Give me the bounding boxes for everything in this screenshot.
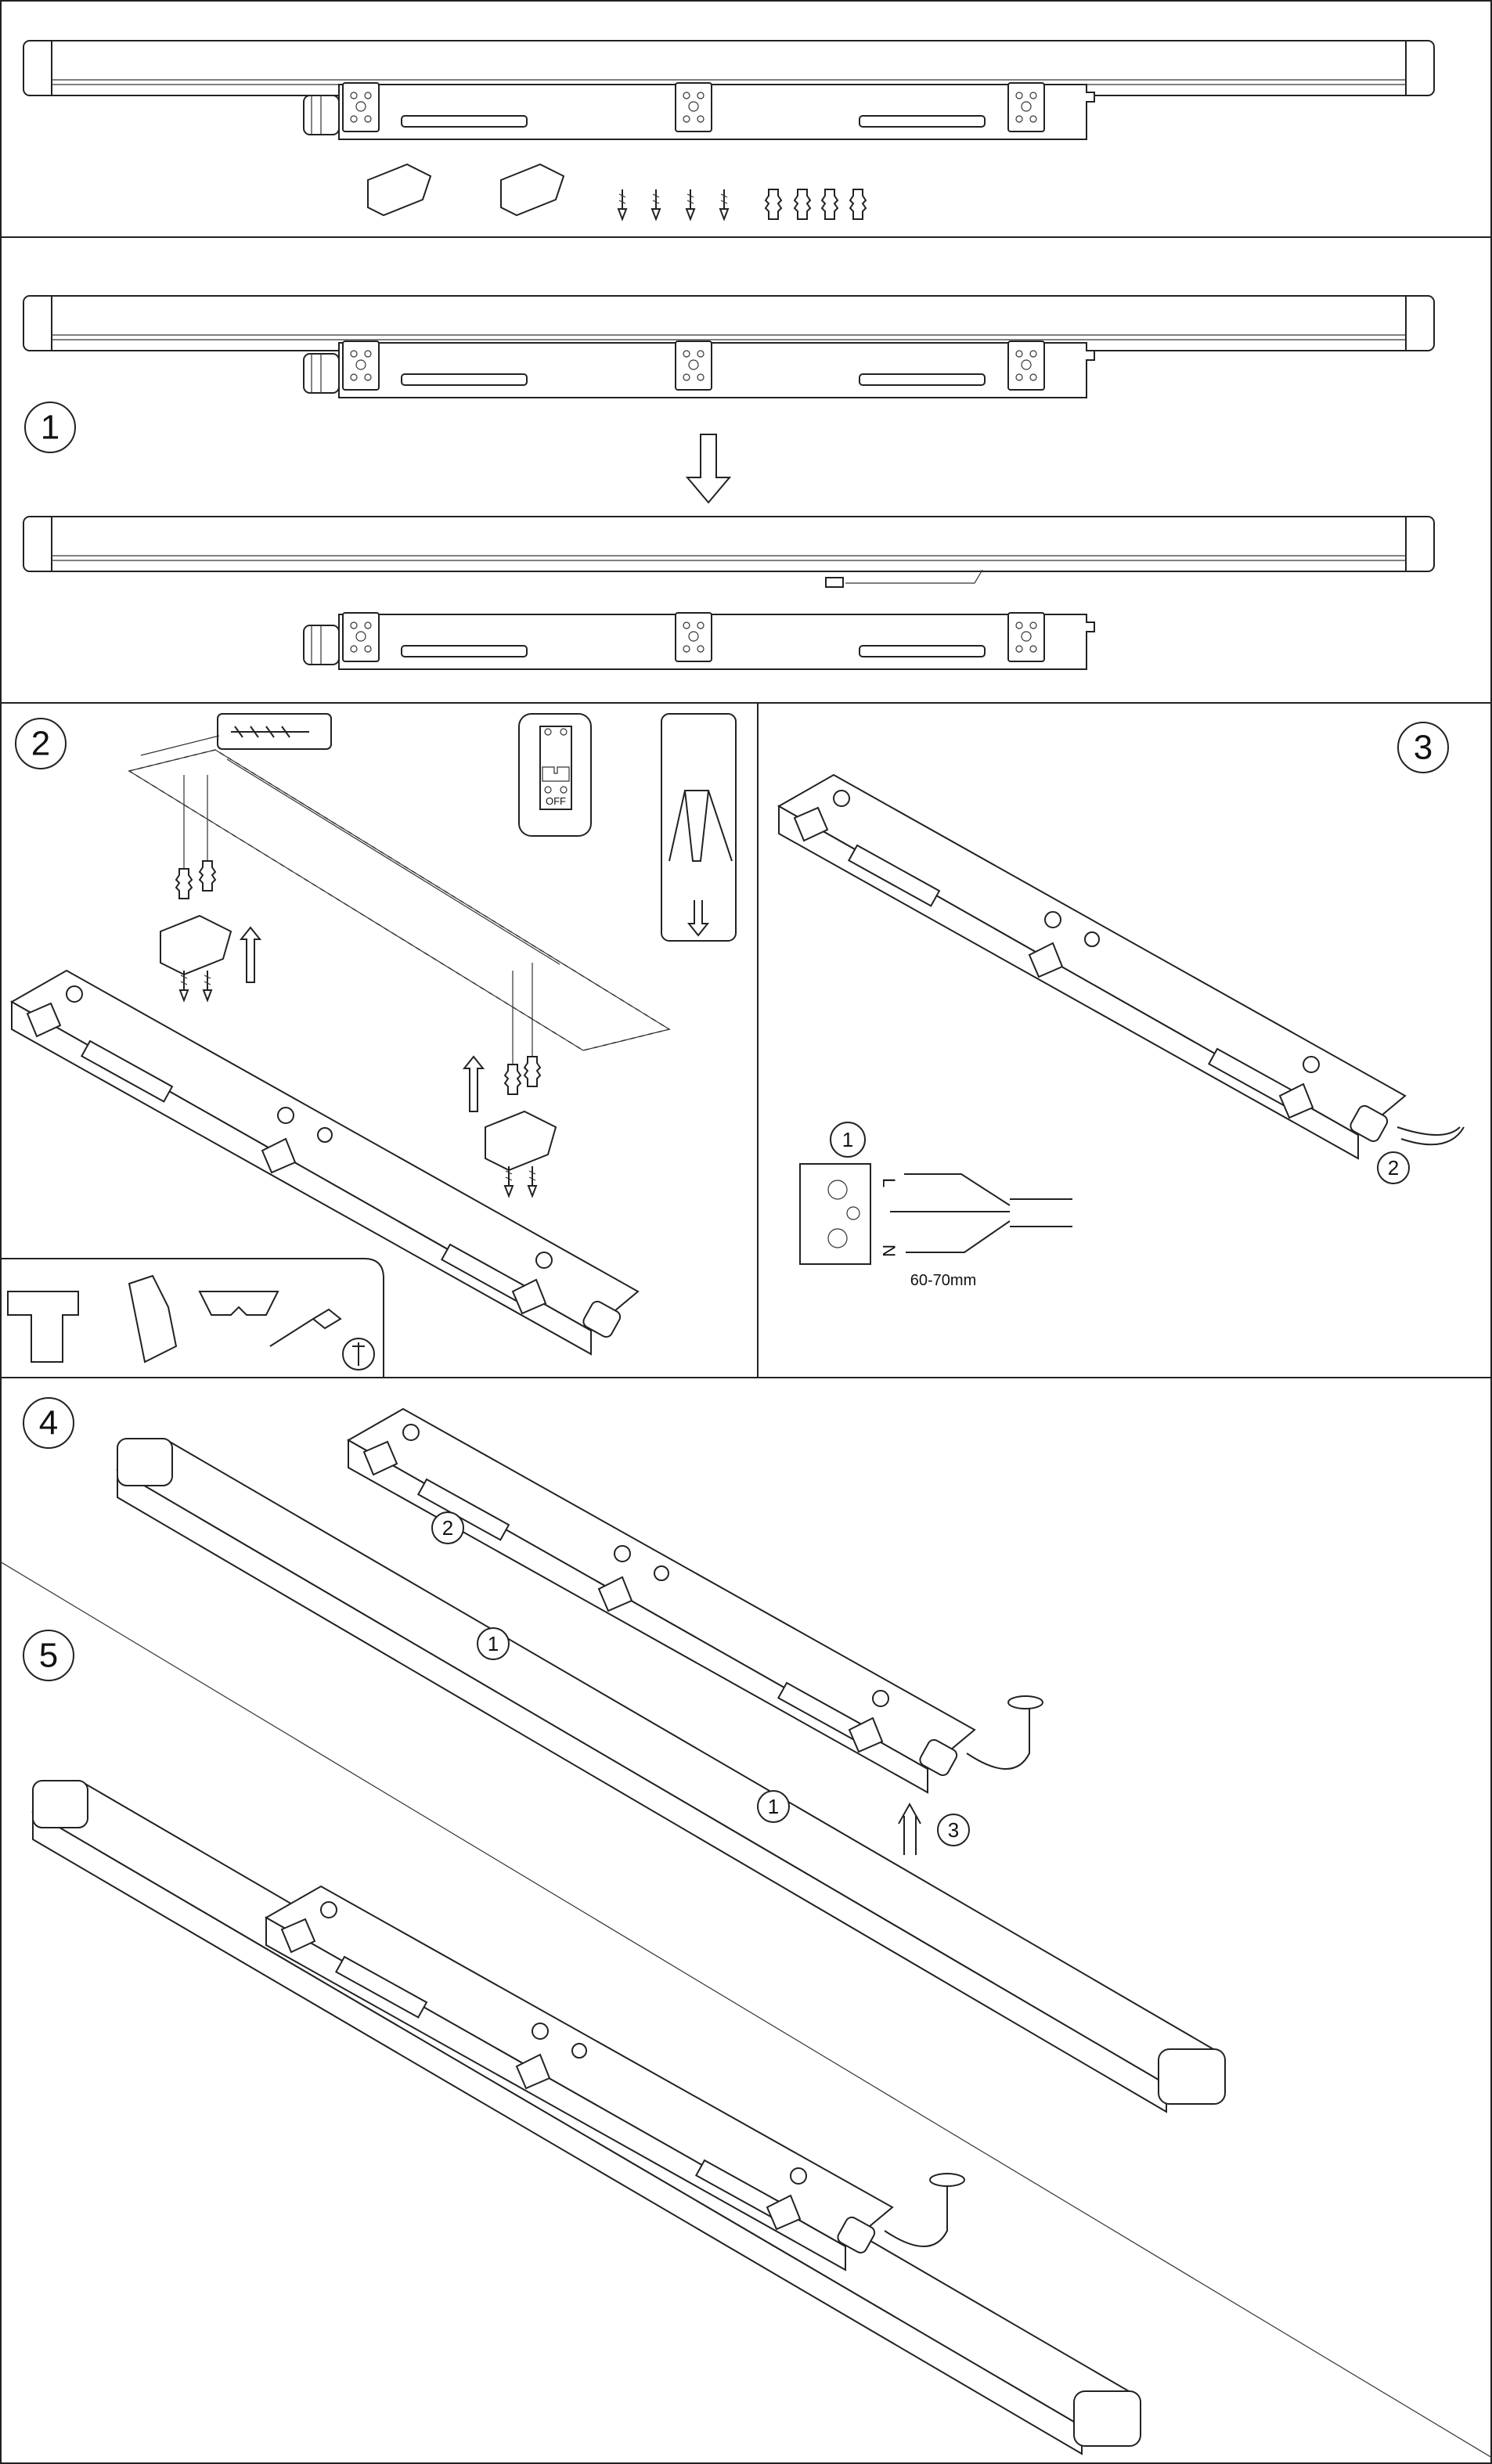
arrow-up-icon [462, 1055, 485, 1112]
live-label: L [879, 1178, 899, 1187]
mounting-clips [367, 163, 565, 217]
step-5: 5 [23, 1630, 1141, 2455]
arrow-up-icon [239, 926, 262, 983]
strip-length-label: 60-70mm [910, 1272, 976, 1289]
connector-icon [825, 577, 844, 588]
wiring-diagram: 1 L N 60-70mm [799, 1122, 1072, 1289]
step-4: 4 2 1 1 3 [23, 1397, 1226, 2113]
wall-plugs [765, 189, 867, 220]
step-number: 4 [39, 1404, 58, 1443]
luminaire-body [778, 774, 1406, 1159]
tools-box [0, 1258, 384, 1378]
phillips-icon [342, 1338, 375, 1371]
callout-number: 1 [842, 1128, 853, 1151]
step-number-badge [24, 402, 76, 453]
step-number: 2 [31, 725, 50, 763]
luminaire-body [11, 970, 639, 1355]
neutral-label: N [879, 1245, 899, 1257]
luminaire-body [265, 1886, 893, 2271]
step-1: 1 [23, 295, 1435, 669]
mounting-clip [485, 1110, 557, 1172]
breaker-state-label: OFF [546, 795, 566, 807]
supply-cable [884, 2180, 948, 2247]
ladder-box [661, 713, 737, 942]
circuit-breaker-icon [539, 726, 572, 810]
callout-number: 2 [442, 1516, 453, 1540]
goggles-icon [198, 1291, 279, 1316]
callout-number: 1 [488, 1632, 499, 1655]
supply-cable [1396, 1126, 1465, 1146]
wires [890, 1173, 1072, 1253]
parts-overview [23, 40, 1435, 220]
mounting-clip [160, 914, 232, 976]
screws [618, 189, 729, 220]
callout-number: 3 [948, 1818, 959, 1842]
gloves-icon [128, 1274, 178, 1363]
step-number: 5 [39, 1637, 58, 1675]
callout-number: 1 [768, 1795, 779, 1818]
screwdriver-icon [269, 1308, 342, 1347]
connector-cable [845, 569, 983, 584]
drill-bit-icon [231, 726, 309, 738]
arrow-up-icon [898, 1802, 921, 1855]
step-3: 3 2 1 L N 60-70mm [778, 722, 1465, 1289]
arrow-down-icon [687, 900, 710, 937]
diffuser-tube [117, 1438, 1226, 2113]
step-number: 1 [41, 409, 59, 447]
callout-number: 2 [1388, 1156, 1399, 1180]
arrow-down-icon [685, 434, 732, 504]
supply-cable [966, 1702, 1030, 1770]
drill-icon [7, 1291, 79, 1363]
ladder-icon [669, 790, 733, 862]
step-2: 2 OFF [0, 713, 737, 1378]
diagonal-divider [0, 1561, 1492, 2459]
step-number: 3 [1414, 729, 1433, 767]
